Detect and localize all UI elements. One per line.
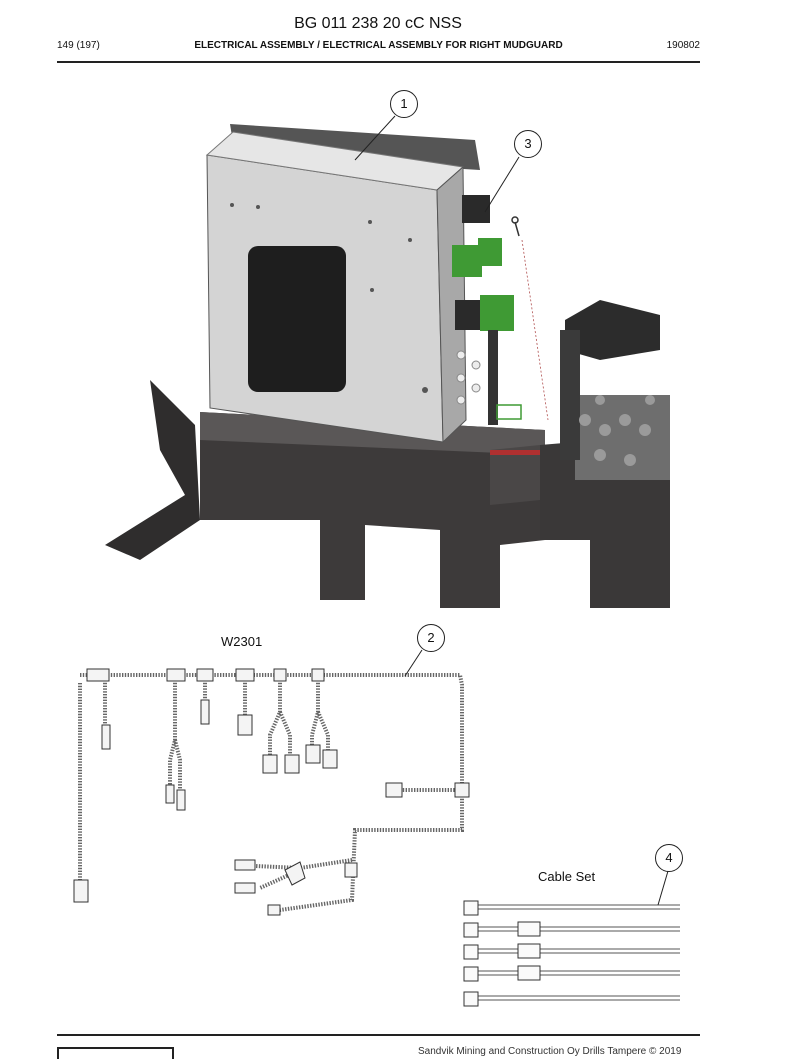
callout-1: 1	[390, 90, 418, 118]
leader-line-1	[354, 115, 396, 161]
footer-rule	[57, 1034, 700, 1036]
valve-block	[560, 300, 670, 480]
footer-copyright: Sandvik Mining and Construction Oy Drill…	[418, 1046, 682, 1057]
leader-line-2	[404, 649, 423, 677]
leader-line-4	[657, 870, 669, 906]
sandvik-logo	[57, 1047, 174, 1059]
callout-2: 2	[417, 624, 445, 652]
callout-3: 3	[514, 130, 542, 158]
page-number: 149 (197)	[57, 40, 100, 51]
leader-line-3	[484, 156, 520, 213]
page-title: ELECTRICAL ASSEMBLY / ELECTRICAL ASSEMBL…	[194, 40, 563, 51]
document-code: BG 011 238 20 cC NSS	[294, 15, 462, 32]
document-date: 190802	[666, 40, 700, 51]
callout-4: 4	[655, 844, 683, 872]
header-rule	[57, 61, 700, 63]
harness-label: W2301	[221, 634, 263, 649]
chassis-frame	[105, 380, 670, 608]
relay-connectors	[452, 195, 549, 425]
cable-set-label: Cable Set	[538, 869, 596, 884]
electrical-cabinet	[205, 124, 481, 444]
